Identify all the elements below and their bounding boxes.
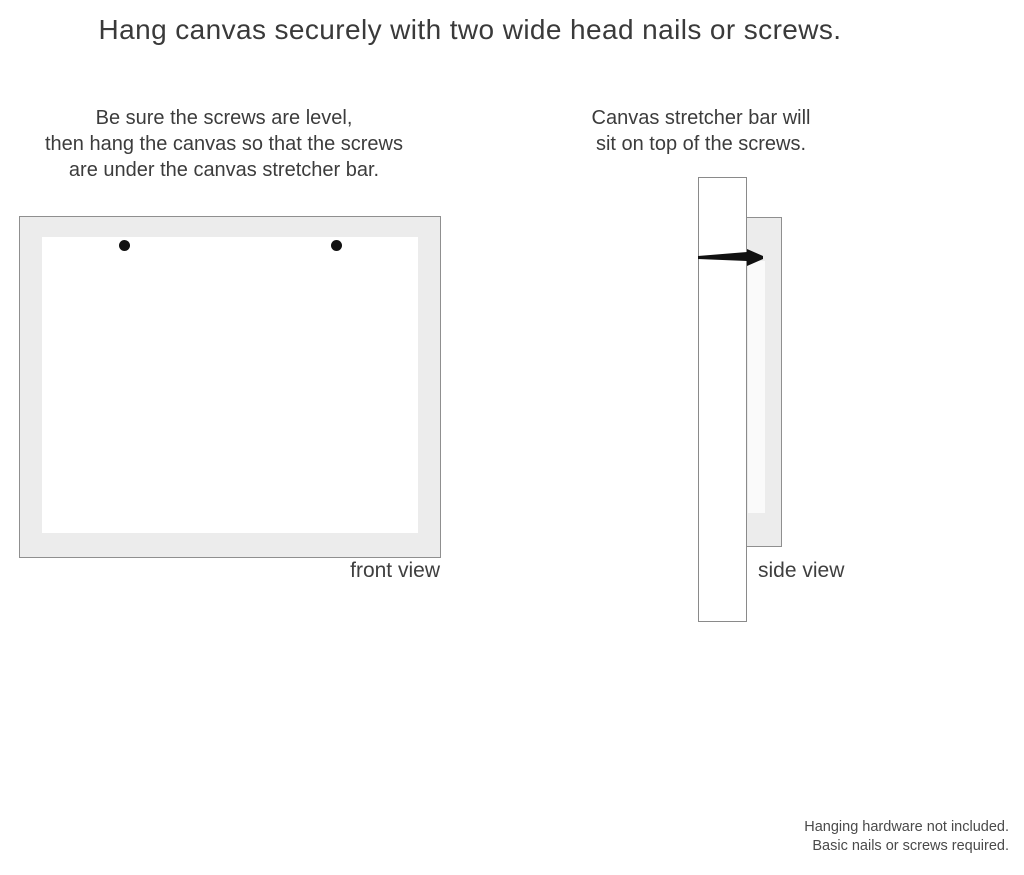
instruction-line: Be sure the screws are level, bbox=[95, 107, 353, 129]
hardware-disclaimer: Hanging hardware not included. Basic nai… bbox=[707, 818, 1009, 855]
front-view-instructions: Be sure the screws are level, then hang … bbox=[19, 105, 429, 183]
nail-head-right-icon bbox=[331, 240, 342, 251]
nail-icon bbox=[698, 249, 763, 266]
instruction-line: are under the canvas stretcher bar. bbox=[68, 159, 380, 181]
disclaimer-line: Hanging hardware not included. bbox=[804, 819, 1009, 835]
instruction-line: sit on top of the screws. bbox=[595, 133, 807, 155]
page-title: Hang canvas securely with two wide head … bbox=[98, 14, 842, 45]
nail-shape bbox=[698, 249, 763, 266]
canvas-side-view-inner bbox=[748, 261, 765, 513]
stretcher-bar-side-view bbox=[698, 177, 747, 622]
instruction-line: then hang the canvas so that the screws bbox=[45, 133, 403, 155]
disclaimer-line: Basic nails or screws required. bbox=[812, 837, 1009, 854]
instruction-line: Canvas stretcher bar will bbox=[591, 107, 811, 129]
side-view-instructions: Canvas stretcher bar will sit on top of … bbox=[581, 105, 821, 157]
nail-head-left-icon bbox=[119, 240, 130, 251]
canvas-face-front-view bbox=[42, 237, 418, 533]
side-view-label: side view bbox=[758, 559, 845, 582]
front-view-label: front view bbox=[350, 559, 440, 582]
